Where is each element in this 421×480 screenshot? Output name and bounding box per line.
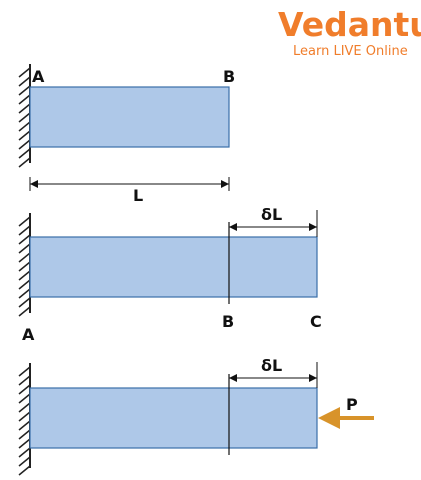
logo-tagline: Learn LIVE Online: [293, 44, 408, 59]
wall-hatch: [18, 375, 31, 386]
bar-3: [29, 387, 318, 449]
wall-hatch: [18, 402, 31, 413]
wall-hatch: [18, 225, 31, 236]
wall-hatch: [18, 456, 31, 467]
wall-hatch: [18, 148, 31, 159]
wall-hatch: [18, 157, 31, 168]
wall-hatch: [18, 279, 31, 290]
dimension-label-delta-3: δL: [261, 356, 282, 375]
wall-hatch: [18, 288, 31, 299]
panel-3-compressed-bar: δL P: [18, 356, 374, 476]
wall-hatch: [18, 306, 31, 317]
logo-name: Vedantu: [278, 5, 421, 44]
wall-hatch: [18, 411, 31, 422]
bar-2: [29, 236, 318, 298]
wall-hatch: [18, 121, 31, 132]
wall-hatch: [18, 94, 31, 105]
wall-hatch: [18, 270, 31, 281]
wall-hatch: [18, 420, 31, 431]
force-label-p: P: [346, 395, 358, 414]
fixed-wall-2: [18, 213, 31, 317]
wall-hatch: [18, 366, 31, 377]
wall-hatch: [18, 112, 31, 123]
wall-hatch: [18, 130, 31, 141]
wall-hatch: [18, 216, 31, 227]
wall-hatch: [18, 393, 31, 404]
fixed-wall-1: [18, 64, 31, 168]
wall-hatch: [18, 384, 31, 395]
wall-hatch: [18, 297, 31, 308]
force-arrow-icon: [318, 407, 374, 429]
label-b-1: B: [223, 67, 235, 86]
wall-hatch: [18, 243, 31, 254]
wall-hatch: [18, 447, 31, 458]
bar-1: [29, 86, 230, 148]
wall-hatch: [18, 252, 31, 263]
wall-hatch: [18, 438, 31, 449]
label-b-2: B: [222, 312, 234, 331]
wall-hatch: [18, 85, 31, 96]
panel-2-elongated-bar: δL A B C: [18, 205, 322, 344]
force-arrow-head: [318, 407, 340, 429]
wall-hatch: [18, 465, 31, 476]
wall-hatch: [18, 429, 31, 440]
wall-hatch: [18, 76, 31, 87]
wall-hatch: [18, 139, 31, 150]
dimension-label-delta-2: δL: [261, 205, 282, 224]
label-a-2: A: [22, 325, 35, 344]
label-a-1: A: [32, 67, 45, 86]
wall-hatch: [18, 234, 31, 245]
wall-hatch: [18, 103, 31, 114]
vedantu-logo: Vedantu Learn LIVE Online: [278, 5, 421, 59]
fixed-wall-3: [18, 363, 31, 476]
wall-hatch: [18, 67, 31, 78]
dimension-label-l: L: [133, 186, 143, 205]
wall-hatch: [18, 261, 31, 272]
label-c-2: C: [310, 312, 322, 331]
panel-1-original-bar: A B L: [18, 64, 235, 205]
